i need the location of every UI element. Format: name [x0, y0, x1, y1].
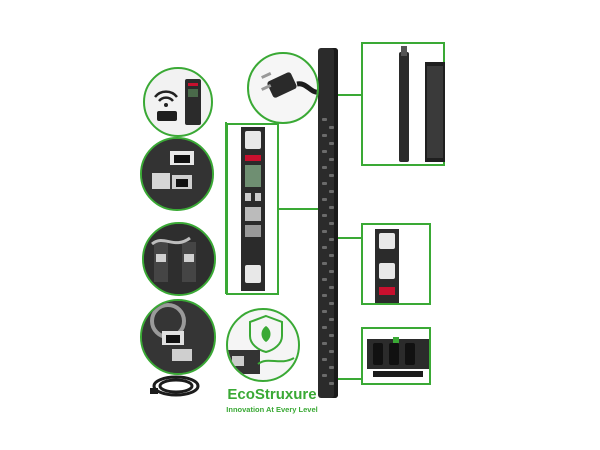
pdu-outlet [322, 118, 327, 121]
connector-line [332, 378, 362, 380]
pdu-outlet [329, 126, 334, 129]
pdu-outlet [329, 206, 334, 209]
pdu-outlet [329, 142, 334, 145]
ecostruxure-logo: EcoStruxure [227, 386, 317, 403]
pdu-outlet [329, 318, 334, 321]
rack-mount-box [361, 42, 445, 166]
pdu-outlet [329, 350, 334, 353]
management-card-circle [140, 299, 216, 375]
pdu-outlet [322, 214, 327, 217]
pdu-outlet [322, 326, 327, 329]
ethernet-port-icon [152, 151, 194, 189]
connector-line [277, 208, 318, 210]
cable-connection-circle [142, 222, 216, 296]
pdu-outlet [322, 182, 327, 185]
pdu-outlet [329, 334, 334, 337]
wifi-module-circle [143, 67, 213, 137]
ethernet-cable-image [150, 375, 200, 397]
sustainability-circle [226, 308, 300, 382]
connector-line [332, 94, 362, 96]
power-plug-icon [261, 71, 317, 98]
pdu-outlet [322, 374, 327, 377]
pdu-outlet [329, 238, 334, 241]
pdu-outlet [329, 382, 334, 385]
display-panel-box [226, 123, 279, 295]
pdu-outlet [322, 166, 327, 169]
pdu-outlet [322, 134, 327, 137]
pdu-outlet [329, 174, 334, 177]
pdu-outlet [322, 246, 327, 249]
network-port-circle [140, 137, 214, 211]
wifi-icon [154, 90, 178, 107]
pdu-outlet [329, 270, 334, 273]
pdu-outlet [322, 310, 327, 313]
outlet-closeup-box [361, 223, 431, 305]
pdu-outlet [322, 294, 327, 297]
rack-pdu-strip [318, 48, 338, 398]
pdu-outlet [329, 302, 334, 305]
plug-detail-circle [247, 52, 319, 124]
pdu-outlet [329, 286, 334, 289]
pdu-outlet [322, 230, 327, 233]
pdu-outlet [322, 358, 327, 361]
pdu-outlet [322, 278, 327, 281]
pdu-outlet [322, 150, 327, 153]
pdu-outlet [322, 262, 327, 265]
locking-cords-box [361, 327, 431, 385]
pdu-outlet [322, 342, 327, 345]
pdu-outlet [329, 222, 334, 225]
pdu-outlet [329, 190, 334, 193]
pdu-outlet [322, 198, 327, 201]
pdu-outlet [329, 254, 334, 257]
pdu-outlet [329, 366, 334, 369]
shield-leaf-icon [249, 314, 283, 354]
ecostruxure-tagline: Innovation At Every Level [226, 405, 318, 414]
pdu-outlet [329, 158, 334, 161]
connector-line [332, 237, 362, 239]
